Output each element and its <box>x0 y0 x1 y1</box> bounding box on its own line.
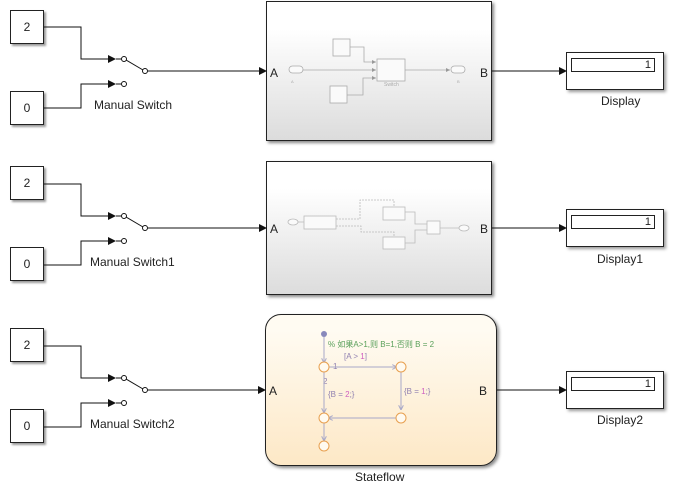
action-number: 1 <box>421 387 426 396</box>
out-port-label: B <box>478 384 487 398</box>
constant-block-2[interactable]: 2 <box>10 166 44 200</box>
constant-value: 2 <box>23 20 31 34</box>
display-value: 1 <box>571 377 655 391</box>
inner-block <box>426 220 441 235</box>
switch-contact-icon <box>121 56 127 62</box>
display-value: 1 <box>571 58 655 72</box>
junction-node <box>318 361 330 373</box>
inner-outport-icon <box>458 224 470 232</box>
subsystem-1-contents <box>288 38 466 104</box>
signal-line <box>44 80 116 109</box>
signal-line <box>44 399 116 428</box>
constant-value: 0 <box>23 419 31 433</box>
in-port-label: A <box>270 66 279 80</box>
constant-block-2[interactable]: 2 <box>10 10 44 44</box>
stateflow-label: Stateflow <box>355 470 405 484</box>
action-text: ;} <box>349 390 355 399</box>
inner-const-block <box>332 38 351 57</box>
display-block[interactable]: 1 <box>566 371 664 409</box>
display-label: Display2 <box>597 413 644 427</box>
switch-contact-icon <box>142 387 148 393</box>
action-text: {B = <box>328 390 346 399</box>
constant-value: 0 <box>23 101 31 115</box>
inner-switch-block <box>376 58 406 82</box>
constant-block-0[interactable]: 0 <box>10 247 44 281</box>
inner-out-label: B <box>457 79 460 84</box>
constant-block-0[interactable]: 0 <box>10 409 44 443</box>
switch-contact-icon <box>121 213 127 219</box>
manual-switch-label: Manual Switch1 <box>90 255 175 269</box>
inner-const-block <box>329 85 348 104</box>
action-right: {B = 1;} <box>404 387 430 396</box>
junction-node <box>395 361 407 373</box>
switch-contact-icon <box>121 238 127 244</box>
action-text: ;} <box>425 387 431 396</box>
action-number: 2 <box>345 390 350 399</box>
constant-value: 0 <box>23 257 31 271</box>
signal-line <box>44 26 116 63</box>
stateflow-comment: % 如果A>1,则 B=1,否则 B = 2 <box>328 340 435 349</box>
condition-text: [A > <box>344 352 361 361</box>
action-left: {B = 2;} <box>328 390 354 399</box>
manual-switch-label: Manual Switch <box>94 98 173 112</box>
junction-node <box>395 412 407 424</box>
signal-line <box>44 237 116 266</box>
display-block[interactable]: 1 <box>566 52 664 90</box>
display-value: 1 <box>571 215 655 229</box>
inner-in-label: A <box>291 79 294 84</box>
subsystem-2-contents <box>287 199 470 250</box>
out-port-label: B <box>479 66 488 80</box>
manual-switch-label: Manual Switch2 <box>90 417 175 431</box>
in-port-label: A <box>270 222 279 236</box>
switch-contact-icon <box>121 81 127 87</box>
inner-inport-icon <box>288 65 304 74</box>
default-transition-dot <box>321 331 327 337</box>
display-label: Display <box>601 94 641 108</box>
switch-contact-icon <box>142 225 148 231</box>
action-text: {B = <box>404 387 422 396</box>
condition-number: 1 <box>360 352 365 361</box>
inner-block <box>382 236 406 250</box>
stateflow-graph <box>318 331 407 452</box>
stateflow-chart-block[interactable]: A B % 如果A>1,则 B=1,否则 B = 2 [A > 1] {B = … <box>265 314 497 466</box>
in-port-label: A <box>269 384 278 398</box>
switch-lever-icon <box>125 378 144 390</box>
constant-block-2[interactable]: 2 <box>10 328 44 362</box>
signal-line <box>44 345 116 382</box>
transition-order-2: 2 <box>323 377 328 386</box>
constant-block-0[interactable]: 0 <box>10 91 44 125</box>
inner-block <box>303 215 337 230</box>
switch-contact-icon <box>121 400 127 406</box>
constant-value: 2 <box>23 338 31 352</box>
out-port-label: B <box>479 222 488 236</box>
condition-text: ] <box>364 352 367 361</box>
inner-switch-label: Switch <box>384 82 399 88</box>
inner-inport-icon <box>287 218 299 226</box>
constant-value: 2 <box>23 176 31 190</box>
switch-contact-icon <box>142 68 148 74</box>
display-label: Display1 <box>597 252 644 266</box>
signal-line <box>44 183 116 220</box>
switch-lever-icon <box>125 216 144 228</box>
junction-node <box>318 440 330 452</box>
inner-block <box>382 206 406 221</box>
junction-node <box>318 412 330 424</box>
switch-contact-icon <box>121 375 127 381</box>
switch-lever-icon <box>125 59 144 71</box>
inner-outport-icon <box>450 65 466 74</box>
transition-condition: [A > 1] <box>344 352 367 361</box>
